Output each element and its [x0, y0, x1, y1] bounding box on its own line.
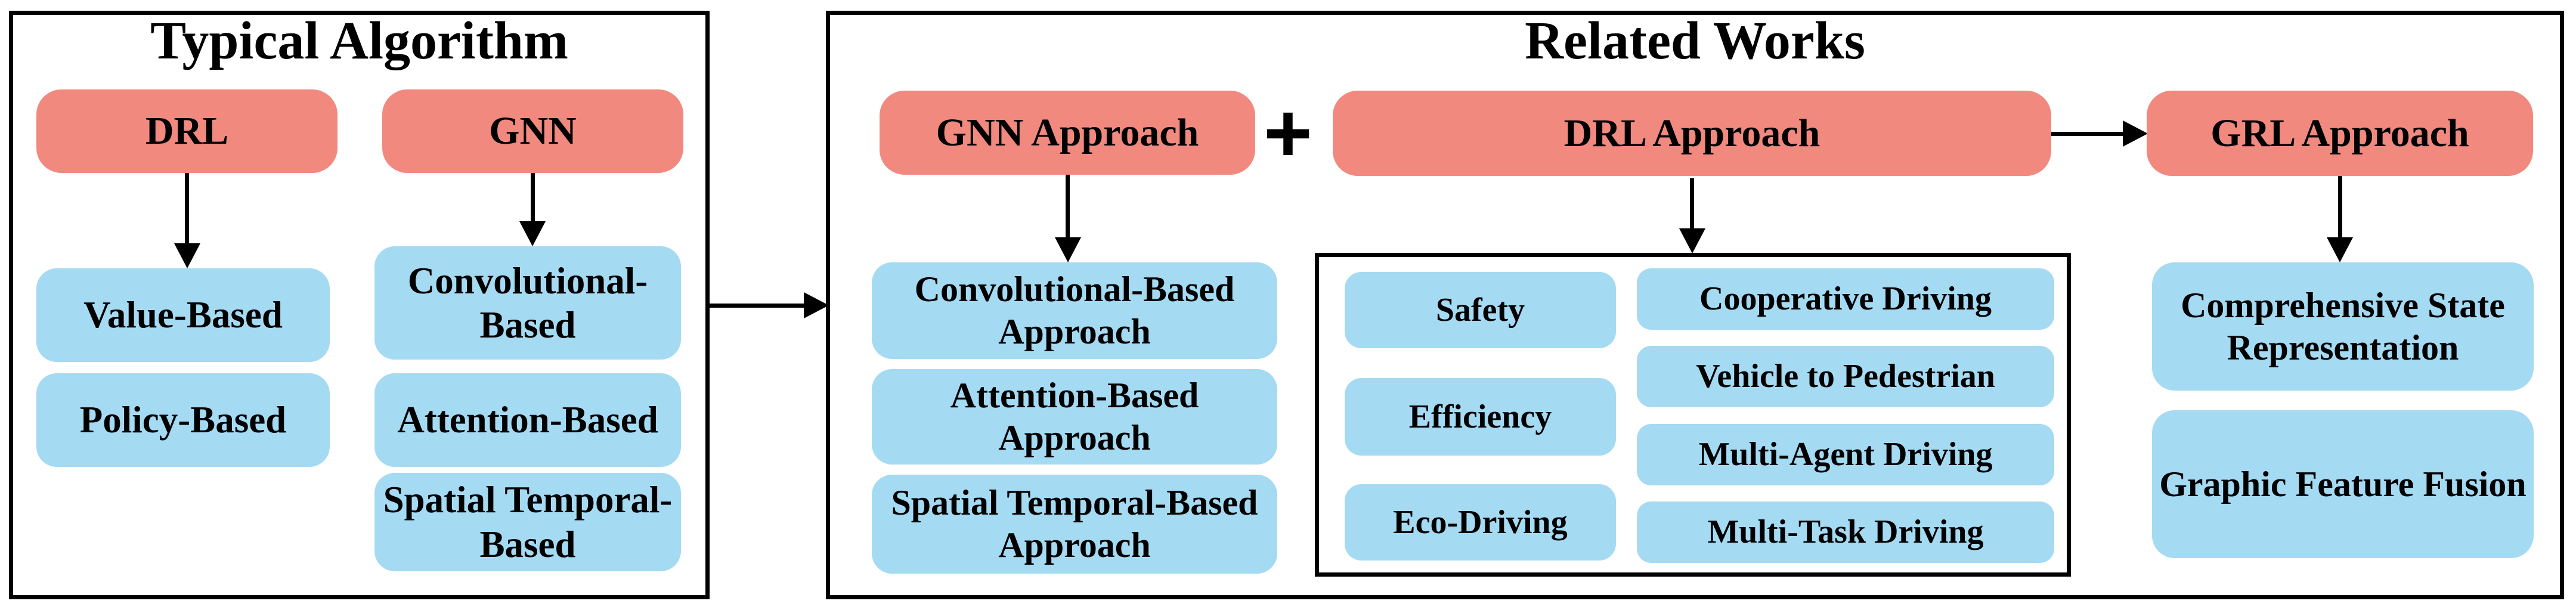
arrow-head	[1679, 228, 1705, 253]
policy-based-node: Policy-Based	[36, 373, 330, 467]
arrow-line	[185, 173, 189, 243]
attention-based-node: Attention-Based	[374, 373, 681, 467]
grl-approach-node: GRL Approach	[2147, 91, 2533, 176]
gnn-approach-node: GNN Approach	[880, 91, 1255, 175]
multi-task-driving-node: Multi-Task Driving	[1637, 501, 2054, 563]
plus-sign: +	[1264, 85, 1312, 179]
arrow-head	[804, 292, 829, 318]
drl-approach-node: DRL Approach	[1333, 91, 2051, 176]
attention-based-approach-node: Attention-Based Approach	[872, 369, 1277, 465]
graphic-feature-fusion-node: Graphic Feature Fusion	[2152, 410, 2534, 558]
arrow-line	[1690, 178, 1694, 228]
related-works-title: Related Works	[1525, 11, 1865, 70]
efficiency-node: Efficiency	[1345, 378, 1616, 456]
vehicle-to-pedestrian-node: Vehicle to Pedestrian	[1637, 346, 2054, 407]
eco-driving-node: Eco-Driving	[1345, 484, 1616, 561]
arrow-line	[2051, 132, 2125, 136]
multi-agent-driving-node: Multi-Agent Driving	[1637, 424, 2054, 485]
arrow-head	[2327, 237, 2353, 262]
typical-algorithm-title: Typical Algorithm	[150, 11, 568, 70]
arrow-head	[519, 221, 546, 246]
comprehensive-state-representation-node: Comprehensive State Representation	[2152, 262, 2534, 391]
convolutional-based-approach-node: Convolutional-Based Approach	[872, 262, 1277, 359]
value-based-node: Value-Based	[36, 268, 330, 362]
gnn-node: GNN	[382, 89, 683, 173]
arrow-head	[174, 243, 200, 268]
arrow-line	[2338, 176, 2342, 237]
cooperative-driving-node: Cooperative Driving	[1637, 268, 2054, 330]
arrow-line	[710, 304, 805, 308]
drl-node: DRL	[36, 89, 338, 173]
arrow-head	[2123, 120, 2148, 147]
spatial-temporal-based-node: Spatial Temporal-Based	[374, 473, 681, 571]
safety-node: Safety	[1345, 272, 1616, 348]
arrow-head	[1055, 237, 1081, 262]
spatial-temporal-based-approach-node: Spatial Temporal-Based Approach	[872, 475, 1277, 574]
arrow-line	[531, 173, 535, 221]
arrow-line	[1066, 175, 1070, 237]
convolutional-based-node: Convolutional-Based	[374, 246, 681, 360]
